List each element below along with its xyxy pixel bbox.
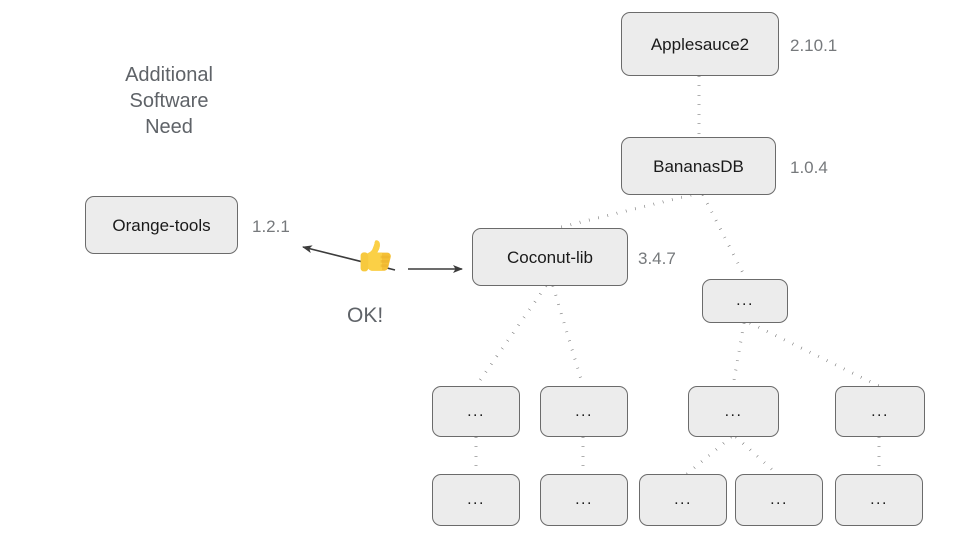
node-label: ... bbox=[870, 491, 888, 508]
node-label: Coconut-lib bbox=[507, 247, 593, 267]
node-coconut-lib[interactable]: Coconut-lib bbox=[472, 228, 628, 286]
caption-line-0: Additional bbox=[125, 64, 213, 86]
node-r4-b[interactable]: ... bbox=[540, 386, 628, 437]
thumbs-up-icon bbox=[355, 236, 397, 278]
node-label: BananasDB bbox=[653, 156, 744, 176]
node-r4-c[interactable]: ... bbox=[688, 386, 779, 437]
node-applesauce2[interactable]: Applesauce2 bbox=[621, 12, 779, 76]
node-label: ... bbox=[575, 491, 593, 508]
caption-line-2: Need bbox=[145, 116, 193, 138]
node-label: Orange-tools bbox=[112, 215, 211, 235]
edge-child-mid-to-r4-c bbox=[731, 322, 746, 387]
node-label: ... bbox=[871, 402, 889, 420]
version-label-applesauce2: 2.10.1 bbox=[790, 36, 838, 55]
version-label-orange-tools: 1.2.1 bbox=[252, 217, 290, 236]
node-r5-c[interactable]: ... bbox=[639, 474, 727, 526]
version-label-bananasdb: 1.0.4 bbox=[790, 158, 828, 177]
node-r4-a[interactable]: ... bbox=[432, 386, 520, 437]
edge-coconut-lib-to-r4-b bbox=[551, 285, 585, 387]
node-label: ... bbox=[736, 292, 754, 309]
edge-child-mid-to-r4-d bbox=[749, 321, 880, 388]
node-label: ... bbox=[674, 491, 692, 508]
caption-line-1: Software bbox=[129, 90, 209, 112]
node-r4-d[interactable]: ... bbox=[835, 386, 925, 437]
node-r5-b[interactable]: ... bbox=[540, 474, 628, 526]
ok-label: OK! bbox=[347, 304, 384, 327]
edge-coconut-lib-to-r4-a bbox=[474, 285, 548, 387]
version-label-coconut-lib: 3.4.7 bbox=[638, 249, 676, 268]
node-r5-d[interactable]: ... bbox=[735, 474, 823, 526]
edge-r4-c-to-r5-c bbox=[686, 435, 732, 476]
edge-r4-c-to-r5-d bbox=[734, 435, 779, 476]
node-label: ... bbox=[467, 402, 485, 420]
node-r5-e[interactable]: ... bbox=[835, 474, 923, 526]
node-child-mid[interactable]: ... bbox=[702, 279, 788, 323]
node-label: ... bbox=[724, 402, 743, 420]
node-label: ... bbox=[770, 491, 788, 508]
node-orange-tools[interactable]: Orange-tools bbox=[85, 196, 238, 254]
edge-bananasdb-to-coconut-lib bbox=[556, 193, 692, 230]
node-r5-a[interactable]: ... bbox=[432, 474, 520, 526]
node-label: Applesauce2 bbox=[650, 34, 750, 54]
node-bananasdb[interactable]: BananasDB bbox=[621, 137, 776, 195]
node-label: ... bbox=[467, 491, 485, 508]
edge-bananasdb-to-child-mid bbox=[701, 194, 748, 280]
node-label: ... bbox=[575, 402, 593, 420]
